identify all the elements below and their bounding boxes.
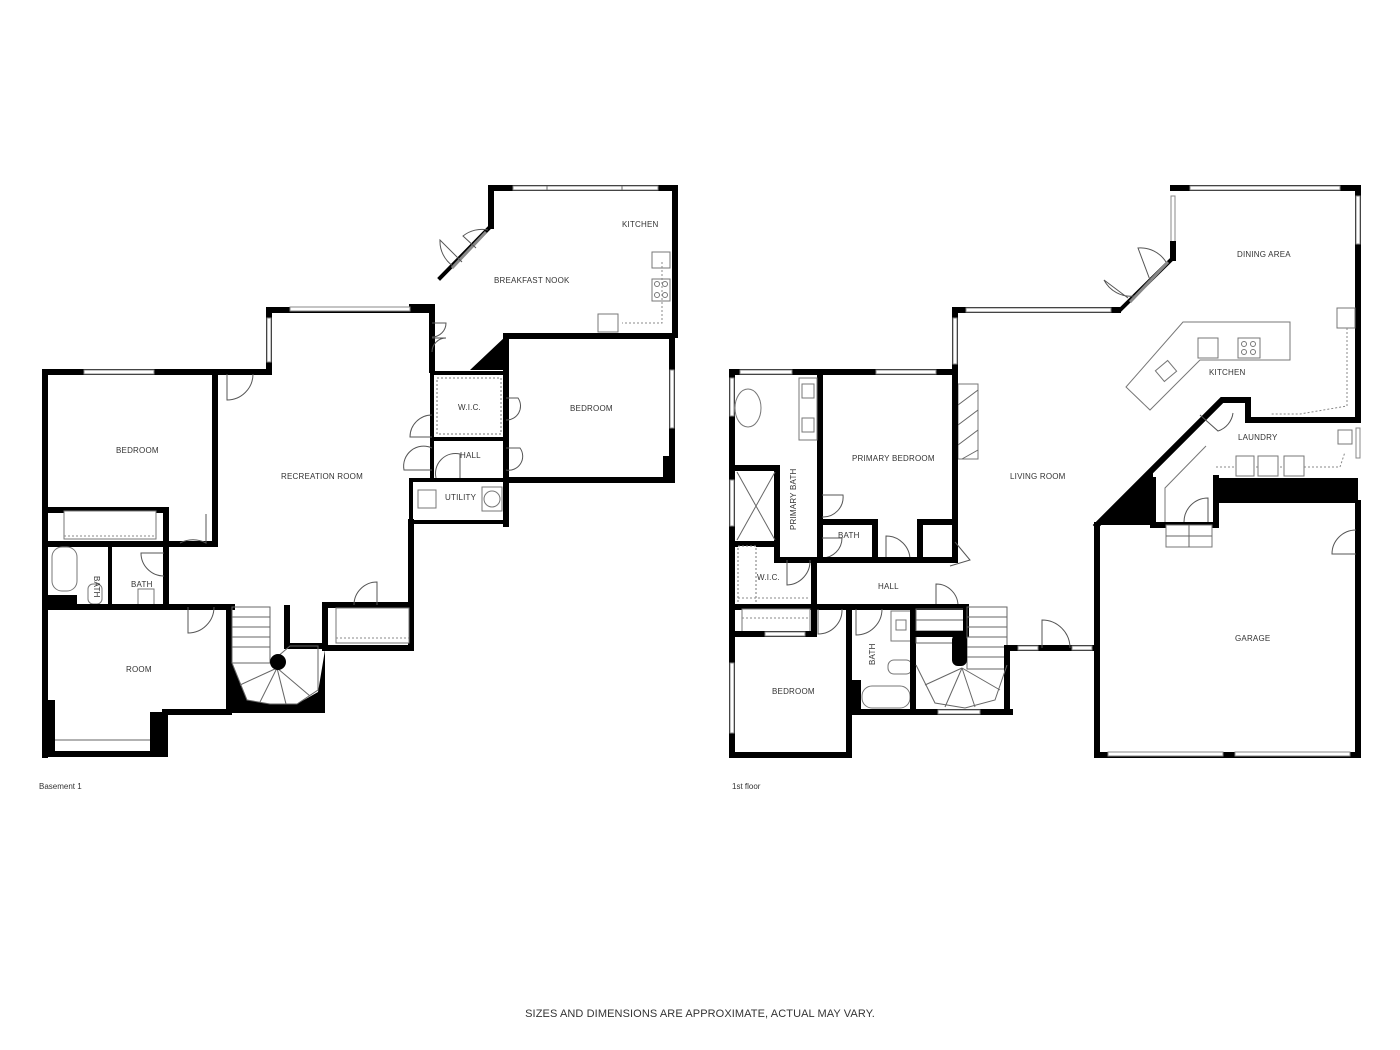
room-label-recreation-room: RECREATION ROOM xyxy=(281,472,363,481)
room-label-basement-bedroom-right: BEDROOM xyxy=(570,404,613,413)
room-label-laundry: LAUNDRY xyxy=(1238,433,1278,442)
room-label-breakfast-nook: BREAKFAST NOOK xyxy=(494,276,570,285)
room-label-primary-bedroom: PRIMARY BEDROOM xyxy=(852,454,935,463)
room-label-first-bath: BATH xyxy=(868,643,877,665)
room-label-utility: UTILITY xyxy=(445,493,477,502)
room-label-basement-bath-2: BATH xyxy=(131,580,153,589)
room-label-living-room: LIVING ROOM xyxy=(1010,472,1066,481)
disclaimer-text: SIZES AND DIMENSIONS ARE APPROXIMATE, AC… xyxy=(525,1008,875,1020)
room-label-first-bath-small: BATH xyxy=(838,531,860,540)
room-label-basement-bath-1: BATH xyxy=(92,576,101,598)
room-label-room: ROOM xyxy=(126,665,152,674)
room-label-first-hall: HALL xyxy=(878,582,899,591)
room-label-basement-wic: W.I.C. xyxy=(458,403,481,412)
room-label-basement-kitchen: KITCHEN xyxy=(622,220,659,229)
room-label-basement-hall: HALL xyxy=(460,451,481,460)
floor-label-basement: Basement 1 xyxy=(39,782,82,791)
room-label-dining-area: DINING AREA xyxy=(1237,250,1291,259)
room-label-first-bedroom: BEDROOM xyxy=(772,687,815,696)
basement-floor-plan xyxy=(42,185,678,758)
first-floor-plan xyxy=(729,185,1361,758)
room-label-basement-bedroom-left: BEDROOM xyxy=(116,446,159,455)
room-label-primary-bath: PRIMARY BATH xyxy=(789,468,798,530)
floor-label-first-floor: 1st floor xyxy=(732,782,761,791)
room-label-first-kitchen: KITCHEN xyxy=(1209,368,1246,377)
room-label-first-wic: W.I.C. xyxy=(757,573,780,582)
room-label-garage: GARAGE xyxy=(1235,634,1270,643)
room-labels: KITCHEN BREAKFAST NOOK BEDROOM W.I.C. HA… xyxy=(92,220,1291,696)
